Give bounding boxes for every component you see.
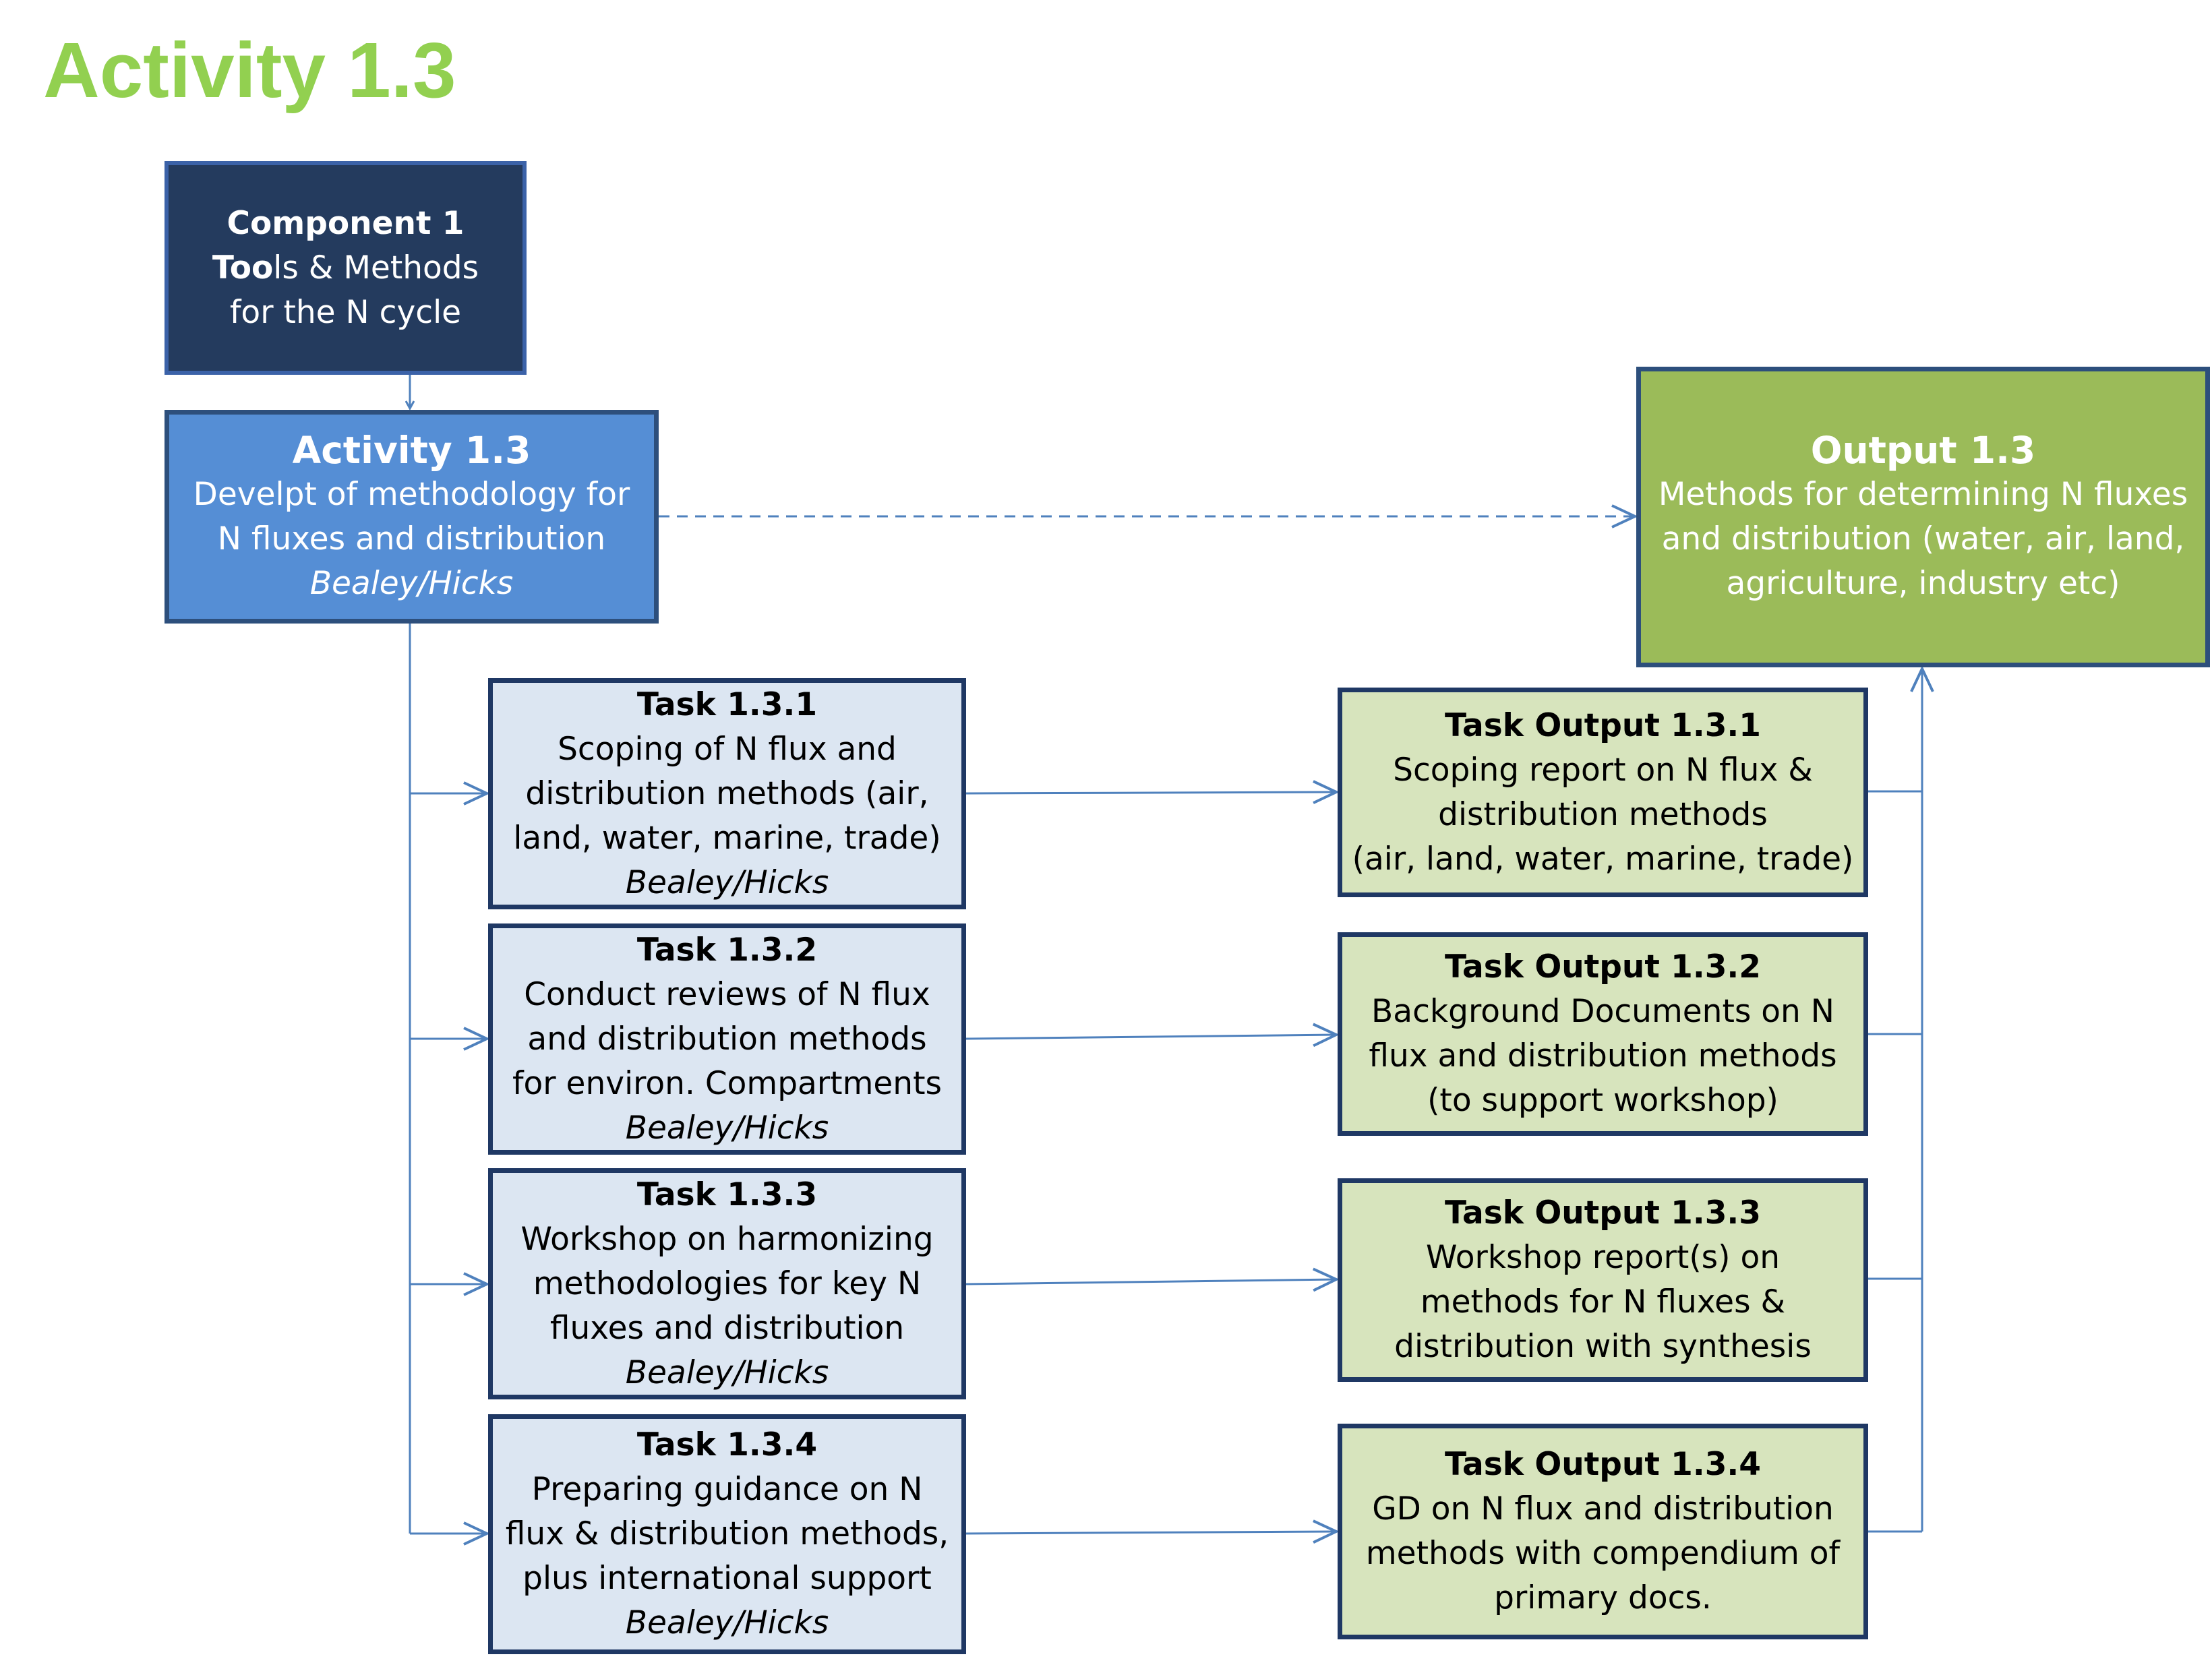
task-output-box-1-3-4: Task Output 1.3.4 GD on N flux and distr… [1338,1424,1868,1639]
task-box-1-3-2: Task 1.3.2 Conduct reviews of N flux and… [488,923,966,1155]
task-output-line: (air, land, water, marine, trade) [1352,840,1854,878]
task-line: Workshop on harmonizing [520,1220,934,1258]
task-output-heading: Task Output 1.3.2 [1445,948,1761,986]
task-output-line: (to support workshop) [1427,1082,1778,1119]
activity-line-1: Develpt of methodology for [193,475,630,513]
task-3-to-output-arrow [965,1279,1336,1284]
task-output-line: distribution methods [1438,795,1768,833]
task-heading: Task 1.3.1 [636,686,818,723]
output-line-3: agriculture, industry etc) [1726,565,2120,602]
task-lead: Bealey/Hicks [625,1109,829,1147]
task-output-line: distribution with synthesis [1394,1328,1812,1365]
task-lead: Bealey/Hicks [625,863,829,901]
task-lead: Bealey/Hicks [625,1354,829,1391]
output-heading: Output 1.3 [1810,429,2036,472]
activity-box: Activity 1.3 Develpt of methodology for … [165,410,659,624]
task-line: for environ. Compartments [512,1064,942,1102]
task-heading: Task 1.3.4 [636,1426,818,1463]
task-box-1-3-4: Task 1.3.4 Preparing guidance on N flux … [488,1414,966,1654]
component-heading: Component 1 [227,204,465,242]
task-1-to-output-arrow [965,792,1336,793]
task-output-line: Workshop report(s) on [1425,1239,1780,1276]
task-box-1-3-3: Task 1.3.3 Workshop on harmonizing metho… [488,1168,966,1399]
task-heading: Task 1.3.2 [636,931,818,969]
component-line-1-rest: ls & Methods [273,249,479,286]
task-output-heading: Task Output 1.3.4 [1445,1446,1761,1483]
task-line: plus international support [522,1560,932,1597]
task-line: fluxes and distribution [549,1309,905,1347]
component-line-2: for the N cycle [229,293,462,331]
component-box: Component 1 Tools & Methods for the N cy… [165,161,527,375]
task-output-line: methods for N fluxes & [1420,1283,1786,1321]
task-line: land, water, marine, trade) [513,819,941,857]
task-output-line: flux and distribution methods [1369,1037,1837,1074]
task-4-to-output-arrow [965,1532,1336,1534]
task-line: Preparing guidance on N [531,1471,923,1508]
activity-lead: Bealey/Hicks [309,564,514,602]
task-output-heading: Task Output 1.3.3 [1445,1194,1761,1232]
output-line-2: and distribution (water, air, land, [1661,520,2185,557]
task-line: and distribution methods [527,1020,927,1058]
task-line: Conduct reviews of N flux [524,975,930,1013]
task-heading: Task 1.3.3 [636,1176,818,1213]
activity-line-2: N fluxes and distribution [217,520,606,557]
task-output-line: primary docs. [1494,1579,1712,1616]
component-line-1: Tools & Methods [212,246,479,291]
task-output-heading: Task Output 1.3.1 [1445,706,1761,744]
task-lead: Bealey/Hicks [625,1604,829,1641]
task-line: Scoping of N flux and [558,730,897,768]
task-output-box-1-3-2: Task Output 1.3.2 Background Documents o… [1338,932,1868,1136]
task-2-to-output-arrow [965,1035,1336,1039]
page-title: Activity 1.3 [43,26,456,114]
task-line: distribution methods (air, [525,775,929,812]
task-line: methodologies for key N [533,1265,922,1302]
task-output-line: Background Documents on N [1371,993,1834,1030]
task-output-box-1-3-1: Task Output 1.3.1 Scoping report on N fl… [1338,688,1868,897]
task-output-line: GD on N flux and distribution [1372,1490,1834,1527]
output-box: Output 1.3 Methods for determining N flu… [1636,367,2210,667]
activity-heading: Activity 1.3 [292,428,531,472]
task-output-box-1-3-3: Task Output 1.3.3 Workshop report(s) on … [1338,1178,1868,1382]
task-output-line: methods with compendium of [1365,1535,1841,1572]
component-line-1-bold: Too [212,249,274,286]
task-box-1-3-1: Task 1.3.1 Scoping of N flux and distrib… [488,678,966,909]
task-line: flux & distribution methods, [505,1515,949,1552]
output-line-1: Methods for determining N fluxes [1658,476,2188,513]
task-output-line: Scoping report on N flux & [1393,751,1813,789]
